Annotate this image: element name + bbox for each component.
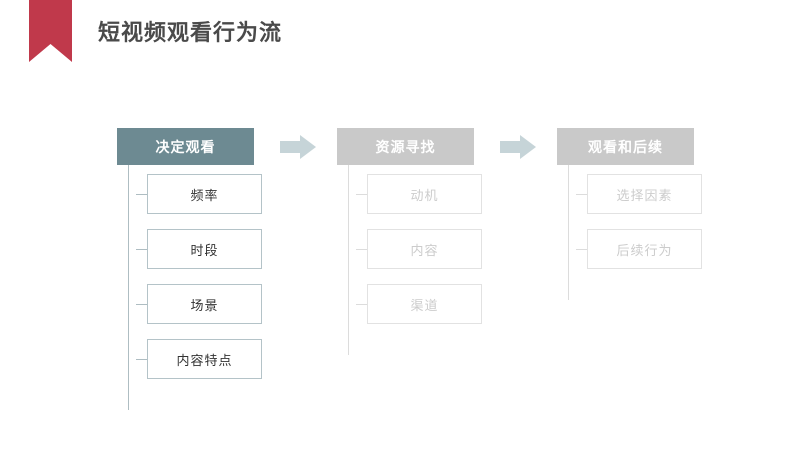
list-item-label: 时段 xyxy=(190,242,219,258)
list-item[interactable]: 选择因素 xyxy=(576,174,702,214)
list-item-label: 后续行为 xyxy=(616,242,673,258)
flow-column-resource-seeking: 资源寻找 动机 内容 渠道 xyxy=(337,128,482,355)
connector-spine-column-2 xyxy=(348,165,349,355)
list-item-label: 动机 xyxy=(410,187,439,203)
connector-stub xyxy=(356,194,367,195)
list-item-label: 选择因素 xyxy=(616,187,673,203)
connector-stub xyxy=(356,249,367,250)
connector-stub xyxy=(356,304,367,305)
list-item-label: 场景 xyxy=(190,297,219,313)
connector-spine-column-3 xyxy=(568,165,569,300)
column-header-resource-seeking[interactable]: 资源寻找 xyxy=(337,128,474,165)
flow-column-decide-watch: 决定观看 频率 时段 场景 内容特点 xyxy=(117,128,262,410)
list-item-label: 内容 xyxy=(410,242,439,258)
list-item[interactable]: 后续行为 xyxy=(576,229,702,269)
connector-stub xyxy=(576,194,587,195)
list-item[interactable]: 渠道 xyxy=(356,284,482,324)
ribbon-banner-icon xyxy=(29,0,72,62)
arrow-right-icon xyxy=(280,135,316,159)
list-item-label: 内容特点 xyxy=(176,352,233,368)
connector-stub xyxy=(136,249,147,250)
arrow-right-icon xyxy=(500,135,536,159)
list-item[interactable]: 内容特点 xyxy=(136,339,262,379)
connector-stub xyxy=(136,194,147,195)
page-title: 短视频观看行为流 xyxy=(98,20,283,45)
flow-column-watch-and-after: 观看和后续 选择因素 后续行为 xyxy=(557,128,702,300)
sub-item-list-column-3: 选择因素 后续行为 xyxy=(576,174,702,284)
connector-stub xyxy=(136,304,147,305)
connector-spine-column-1 xyxy=(128,165,129,410)
column-header-watch-and-after[interactable]: 观看和后续 xyxy=(557,128,694,165)
list-item[interactable]: 动机 xyxy=(356,174,482,214)
column-header-decide-watch[interactable]: 决定观看 xyxy=(117,128,254,165)
list-item[interactable]: 内容 xyxy=(356,229,482,269)
list-item-label: 频率 xyxy=(190,187,219,203)
sub-item-list-column-1: 频率 时段 场景 内容特点 xyxy=(136,174,262,394)
connector-stub xyxy=(576,249,587,250)
list-item[interactable]: 频率 xyxy=(136,174,262,214)
connector-stub xyxy=(136,359,147,360)
list-item-label: 渠道 xyxy=(410,297,439,313)
list-item[interactable]: 场景 xyxy=(136,284,262,324)
list-item[interactable]: 时段 xyxy=(136,229,262,269)
sub-item-list-column-2: 动机 内容 渠道 xyxy=(356,174,482,339)
